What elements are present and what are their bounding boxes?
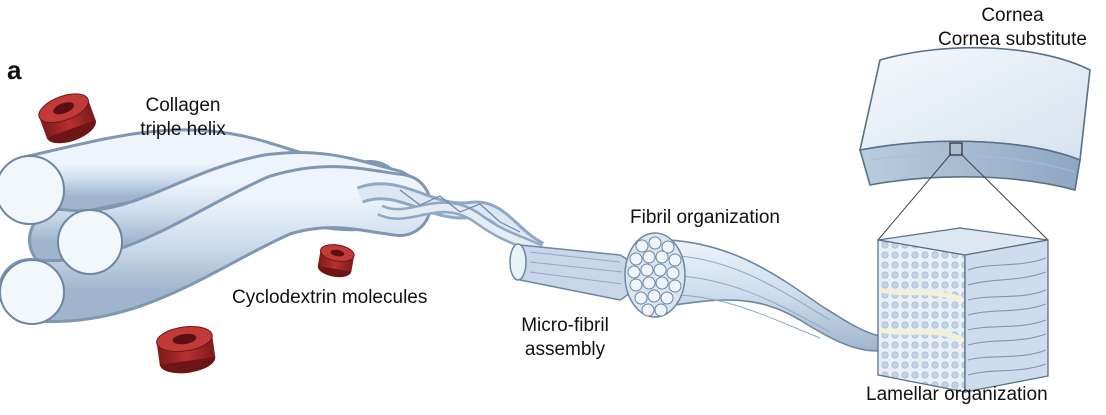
microfibril-label: Micro-fibril assembly <box>500 314 630 362</box>
cornea-label-line2: Cornea substitute <box>938 29 1087 50</box>
cyclodextrin-molecule <box>38 93 96 144</box>
cornea-block <box>858 46 1091 241</box>
cornea-label-line1: Cornea <box>981 5 1044 26</box>
microfibril-label-line2: assembly <box>524 339 606 360</box>
lamellar-cube <box>877 227 1049 393</box>
triple-helix <box>0 128 545 325</box>
cyclodextrin-molecule <box>156 326 216 374</box>
fibril-cross-section <box>624 232 686 318</box>
collagen-label: Collagen triple helix <box>128 94 238 142</box>
cyclodextrin-molecule <box>317 244 355 278</box>
collagen-label-line2: triple helix <box>140 119 226 140</box>
cyclodextrin-label: Cyclodextrin molecules <box>232 287 428 308</box>
panel-label: a <box>7 55 22 85</box>
lamellar-organization-label: Lamellar organization <box>866 384 1048 405</box>
micro-fibril-assembly <box>509 243 636 301</box>
microfibril-label-line1: Micro-fibril <box>521 315 609 336</box>
cornea-label: Cornea Cornea substitute <box>925 4 1100 52</box>
fibril-organization-label: Fibril organization <box>630 207 780 228</box>
collagen-label-line1: Collagen <box>145 95 221 116</box>
